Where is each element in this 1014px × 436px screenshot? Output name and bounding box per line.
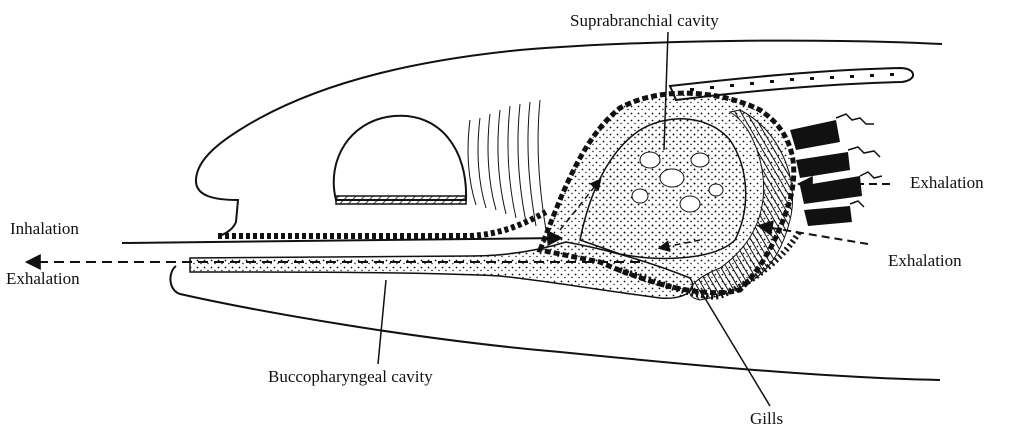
label-inhalation: Inhalation [10,220,79,237]
label-buccopharyngeal-cavity: Buccopharyngeal cavity [268,368,433,385]
label-suprabranchial-cavity: Suprabranchial cavity [570,12,719,29]
label-exhalation-left: Exhalation [6,270,80,287]
eye-base [336,196,466,204]
label-exhalation-right-lower: Exhalation [888,252,962,269]
buccopharyngeal-leader [378,280,386,364]
label-exhalation-right-upper: Exhalation [910,174,984,191]
label-gills: Gills [750,410,783,427]
eye [334,116,466,200]
operculum-fringe [790,120,862,226]
cheek-striations [468,100,546,230]
gills-leader [700,290,770,406]
palate-band [218,212,546,236]
